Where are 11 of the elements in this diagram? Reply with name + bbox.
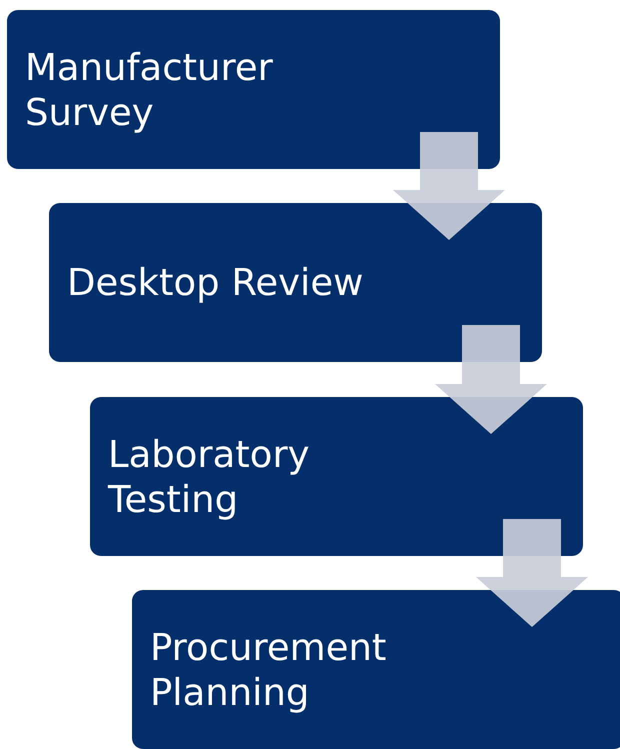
process-box — [90, 397, 583, 556]
process-box — [132, 590, 620, 749]
step-label: Laboratory Testing — [108, 432, 311, 522]
step-label: Procurement Planning — [150, 624, 388, 714]
process-box — [7, 10, 500, 169]
step-label: Manufacturer Survey — [25, 44, 274, 134]
step-label: Desktop Review — [67, 260, 364, 305]
down-arrow — [476, 519, 588, 627]
down-arrow — [435, 325, 547, 434]
process-box — [49, 203, 542, 362]
down-arrow — [393, 132, 505, 240]
